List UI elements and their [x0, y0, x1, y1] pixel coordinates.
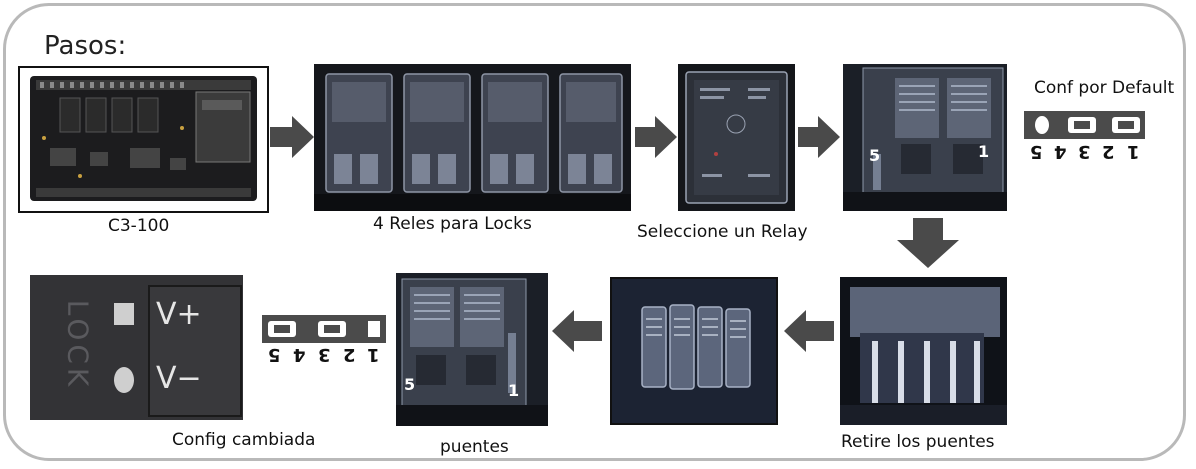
page-title: Pasos: [44, 31, 127, 61]
v-minus-label: V− [156, 361, 202, 396]
relay-pin-label: 5 [404, 375, 416, 394]
pin-number: 3 [1078, 141, 1091, 162]
arrow-left-icon [552, 310, 602, 352]
jumper-default-icon [1024, 111, 1145, 139]
arrow-right-icon [635, 116, 677, 158]
pin-number: 1 [1126, 141, 1140, 162]
relay-pin-label: 1 [508, 381, 520, 400]
jumper-changed-icon [262, 315, 386, 343]
caption-board: C3-100 [108, 216, 170, 236]
lock-label: LOCK [61, 299, 95, 391]
pin-number: 5 [1029, 141, 1043, 162]
terminal-circle [114, 367, 134, 393]
arrow-down-icon [897, 218, 959, 268]
caption-select: Seleccione un Relay [637, 222, 808, 242]
relays-photo [314, 64, 631, 211]
lock-terminal: LOCK V+ V− [30, 275, 243, 420]
relay-pin-label: 1 [978, 142, 990, 161]
pin-number: 4 [292, 344, 306, 365]
pin-number: 2 [1102, 141, 1115, 162]
v-plus-label: V+ [156, 297, 202, 332]
remove-jumpers-photo [840, 277, 1007, 425]
caption-default: Conf por Default [1034, 78, 1175, 98]
pin-number: 5 [268, 344, 281, 365]
arrow-right-icon [798, 116, 840, 158]
pin-number: 2 [342, 344, 356, 365]
relay-closeup-photo: 5 1 [843, 64, 1007, 211]
terminal-box: V+ V− [148, 285, 242, 417]
caption-remove: Retire los puentes [841, 432, 995, 452]
arrow-left-icon [784, 310, 834, 352]
pin-number: 4 [1054, 141, 1067, 162]
caption-relays: 4 Reles para Locks [373, 214, 532, 234]
pin-number-row: 5 4 3 2 1 [262, 343, 386, 365]
changed-relay-photo: 5 1 [396, 273, 548, 426]
pin-number: 1 [367, 344, 380, 365]
pin-number: 3 [317, 344, 331, 365]
terminal-square [114, 303, 134, 325]
relay-pin-label: 5 [869, 146, 881, 165]
caption-bridges: puentes [440, 437, 509, 457]
single-relay-photo [678, 64, 795, 211]
caption-changed: Config cambiada [172, 430, 316, 450]
arrow-right-icon [270, 116, 314, 158]
jumpers-photo [610, 277, 778, 425]
pin-number-row: 5 4 3 2 1 [1024, 140, 1145, 162]
board-photo [18, 66, 269, 213]
